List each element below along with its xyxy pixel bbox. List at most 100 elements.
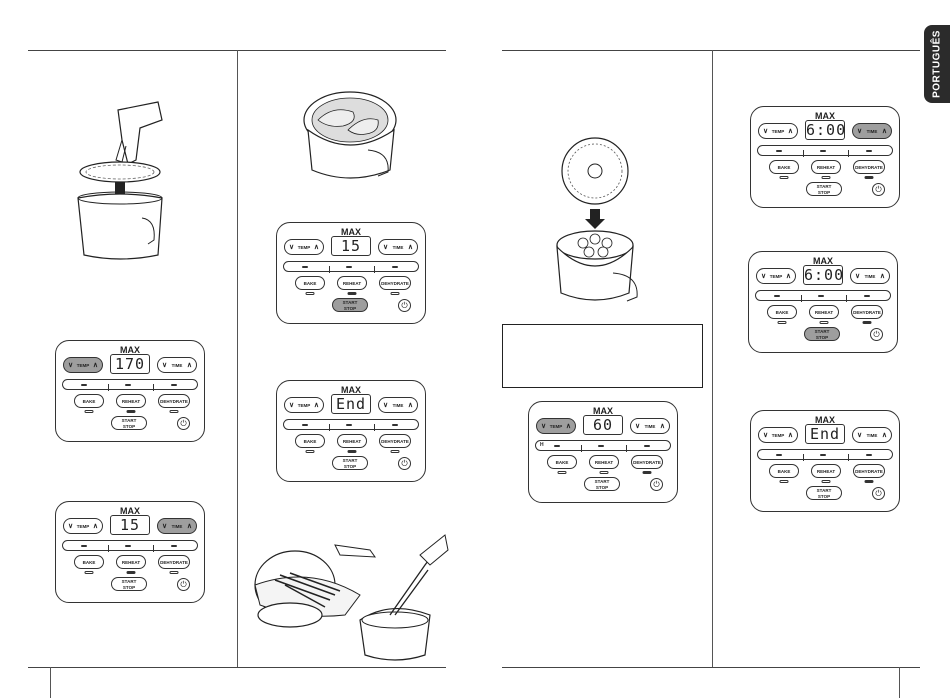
reheat-button[interactable]: REHEAT bbox=[809, 305, 839, 324]
display-readout: 6:00 bbox=[803, 265, 845, 285]
power-icon[interactable]: ⏻ bbox=[177, 578, 190, 591]
bake-indicator bbox=[84, 410, 94, 413]
chevron-down-icon: ∨ bbox=[162, 361, 168, 369]
strip-indicator bbox=[820, 454, 826, 456]
dehydrate-button[interactable]: DEHYDRATE bbox=[851, 305, 883, 324]
start-label: START bbox=[342, 458, 358, 463]
strip-divider bbox=[329, 266, 330, 273]
reheat-button[interactable]: REHEAT bbox=[116, 394, 146, 413]
temp-button[interactable]: ∨TEMP∧ bbox=[63, 357, 103, 373]
dehydrate-button[interactable]: DEHYDRATE bbox=[158, 394, 190, 413]
time-button[interactable]: ∨TIME∧ bbox=[157, 518, 197, 534]
temp-button[interactable]: ∨TEMP∧ bbox=[284, 239, 324, 255]
stop-label: STOP bbox=[815, 335, 829, 340]
language-tab-label: PORTUGUÊS bbox=[931, 30, 943, 98]
bake-button[interactable]: BAKE bbox=[295, 276, 325, 295]
reheat-button[interactable]: REHEAT bbox=[116, 555, 146, 574]
display-readout: 60 bbox=[583, 415, 623, 435]
time-button[interactable]: ∨TIME∧ bbox=[378, 397, 418, 413]
power-icon[interactable]: ⏻ bbox=[177, 417, 190, 430]
reheat-button[interactable]: REHEAT bbox=[811, 160, 841, 179]
chevron-up-icon: ∧ bbox=[787, 127, 793, 135]
dehydrate-indicator bbox=[864, 480, 874, 483]
max-label: MAX bbox=[341, 385, 361, 395]
strip-mark: H bbox=[540, 442, 544, 448]
strip-divider bbox=[108, 545, 109, 552]
bake-button[interactable]: BAKE bbox=[547, 455, 577, 474]
dehydrate-button[interactable]: DEHYDRATE bbox=[158, 555, 190, 574]
power-icon[interactable]: ⏻ bbox=[650, 478, 663, 491]
temp-label: TEMP bbox=[297, 244, 311, 250]
time-button[interactable]: ∨TIME∧ bbox=[157, 357, 197, 373]
reheat-button[interactable]: REHEAT bbox=[337, 434, 367, 453]
time-button[interactable]: ∨TIME∧ bbox=[630, 418, 670, 434]
time-label: TIME bbox=[644, 423, 656, 429]
reheat-button[interactable]: REHEAT bbox=[589, 455, 619, 474]
temp-button[interactable]: ∨TEMP∧ bbox=[63, 518, 103, 534]
column-divider-right bbox=[712, 50, 713, 667]
time-button[interactable]: ∨TIME∧ bbox=[378, 239, 418, 255]
temp-button[interactable]: ∨TEMP∧ bbox=[536, 418, 576, 434]
time-button[interactable]: ∨TIME∧ bbox=[850, 268, 890, 284]
temp-button[interactable]: ∨TEMP∧ bbox=[758, 427, 798, 443]
bake-button[interactable]: BAKE bbox=[767, 305, 797, 324]
function-strip: H bbox=[535, 440, 671, 452]
start-label: START bbox=[342, 300, 358, 305]
bake-indicator bbox=[305, 292, 315, 295]
reheat-indicator bbox=[599, 471, 609, 474]
bake-button[interactable]: BAKE bbox=[295, 434, 325, 453]
reheat-button[interactable]: REHEAT bbox=[337, 276, 367, 295]
bake-button[interactable]: BAKE bbox=[769, 160, 799, 179]
power-icon[interactable]: ⏻ bbox=[872, 183, 885, 196]
power-icon[interactable]: ⏻ bbox=[398, 457, 411, 470]
dehydrate-button[interactable]: DEHYDRATE bbox=[379, 276, 411, 295]
max-label: MAX bbox=[593, 406, 613, 416]
chevron-up-icon: ∧ bbox=[881, 431, 887, 439]
dehydrate-button[interactable]: DEHYDRATE bbox=[853, 160, 885, 179]
reheat-button[interactable]: REHEAT bbox=[811, 464, 841, 483]
dehydrate-button[interactable]: DEHYDRATE bbox=[853, 464, 885, 483]
temp-button[interactable]: ∨TEMP∧ bbox=[284, 397, 324, 413]
dehydrate-indicator bbox=[169, 571, 179, 574]
chevron-down-icon: ∨ bbox=[761, 272, 767, 280]
time-button[interactable]: ∨TIME∧ bbox=[852, 123, 892, 139]
max-label: MAX bbox=[815, 415, 835, 425]
dehydrate-button[interactable]: DEHYDRATE bbox=[631, 455, 663, 474]
chevron-down-icon: ∨ bbox=[68, 361, 74, 369]
strip-divider bbox=[108, 384, 109, 391]
display-readout: End bbox=[331, 394, 371, 414]
power-icon[interactable]: ⏻ bbox=[398, 299, 411, 312]
control-panel: MAX ∨TEMP∧ 60 ∨TIME∧ H BAKE REHEAT DEHYDRATE STA… bbox=[528, 401, 678, 503]
chevron-up-icon: ∧ bbox=[92, 361, 98, 369]
chevron-down-icon: ∨ bbox=[68, 522, 74, 530]
dehydrate-button[interactable]: DEHYDRATE bbox=[379, 434, 411, 453]
bake-button[interactable]: BAKE bbox=[74, 394, 104, 413]
display-readout: 15 bbox=[110, 515, 150, 535]
strip-indicator bbox=[125, 545, 131, 547]
strip-indicator bbox=[171, 545, 177, 547]
time-label: TIME bbox=[866, 432, 878, 438]
temp-button[interactable]: ∨TEMP∧ bbox=[756, 268, 796, 284]
bake-button[interactable]: BAKE bbox=[74, 555, 104, 574]
temp-label: TEMP bbox=[76, 523, 90, 529]
power-icon[interactable]: ⏻ bbox=[872, 487, 885, 500]
stop-label: STOP bbox=[817, 494, 831, 499]
power-icon[interactable]: ⏻ bbox=[870, 328, 883, 341]
time-button[interactable]: ∨TIME∧ bbox=[852, 427, 892, 443]
chevron-down-icon: ∨ bbox=[383, 401, 389, 409]
bake-button[interactable]: BAKE bbox=[769, 464, 799, 483]
top-rule-right bbox=[502, 50, 920, 51]
reheat-indicator bbox=[821, 176, 831, 179]
temp-button[interactable]: ∨TEMP∧ bbox=[758, 123, 798, 139]
strip-indicator bbox=[392, 424, 398, 426]
